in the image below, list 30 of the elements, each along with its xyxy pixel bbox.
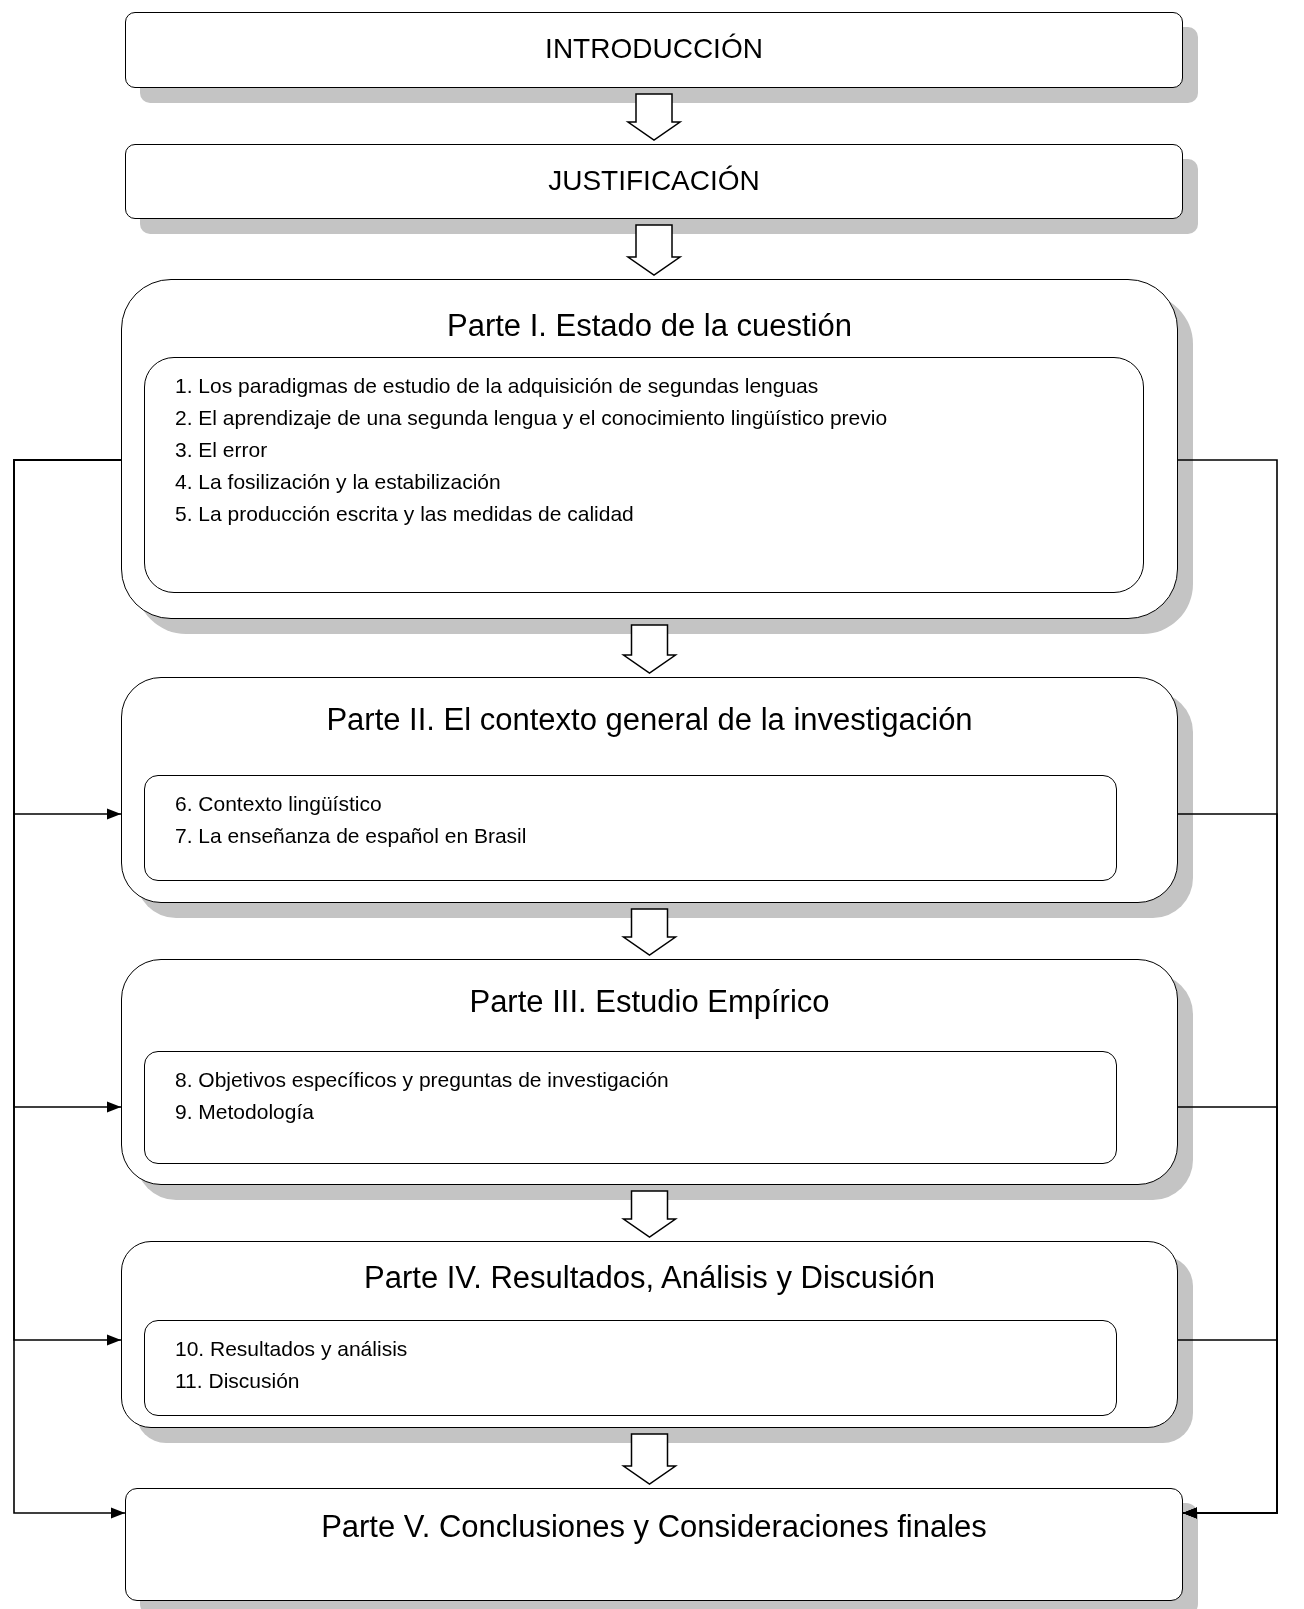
chapter-item: 8. Objetivos específicos y preguntas de investigación: [175, 1067, 669, 1093]
chapter-item: 6. Contexto lingüístico: [175, 791, 382, 817]
section-heading: Parte I. Estado de la cuestión: [446, 308, 853, 344]
chapter-list-box: [144, 1320, 1117, 1416]
chapter-list-box: [144, 775, 1117, 881]
block-arrow: [621, 1433, 678, 1485]
section-heading: INTRODUCCIÓN: [544, 33, 764, 65]
block-arrow: [621, 908, 678, 956]
block-arrow: [625, 93, 683, 141]
block-arrow: [621, 1190, 678, 1238]
block-arrow: [625, 224, 683, 276]
chapter-item: 9. Metodología: [175, 1099, 314, 1125]
section-heading: JUSTIFICACIÓN: [547, 165, 761, 197]
chapter-item: 5. La producción escrita y las medidas de calidad: [175, 501, 634, 527]
chapter-item: 1. Los paradigmas de estudio de la adquisición de segundas lenguas: [175, 373, 819, 399]
connector-arrow: [1177, 1339, 1278, 1519]
block-arrow: [621, 624, 678, 674]
chapter-item: 10. Resultados y análisis: [175, 1336, 408, 1362]
chapter-list-box: [144, 1051, 1117, 1164]
chapter-item: 2. El aprendizaje de una segunda lengua y el conocimiento lingüístico previo: [175, 405, 888, 431]
section-heading: Parte IV. Resultados, Análisis y Discusión: [363, 1260, 936, 1296]
chapter-item: 11. Discusión: [175, 1368, 300, 1394]
section-heading: Parte III. Estudio Empírico: [468, 984, 831, 1020]
section-heading: Parte V. Conclusiones y Consideraciones finales: [320, 1509, 988, 1545]
chapter-item: 4. La fosilización y la estabilización: [175, 469, 501, 495]
section-heading: Parte II. El contexto general de la investigación: [325, 702, 974, 738]
chapter-list-box: [144, 357, 1144, 593]
connector-arrow: [13, 459, 126, 1519]
chapter-item: 3. El error: [175, 437, 268, 463]
chapter-item: 7. La enseñanza de español en Brasil: [175, 823, 527, 849]
